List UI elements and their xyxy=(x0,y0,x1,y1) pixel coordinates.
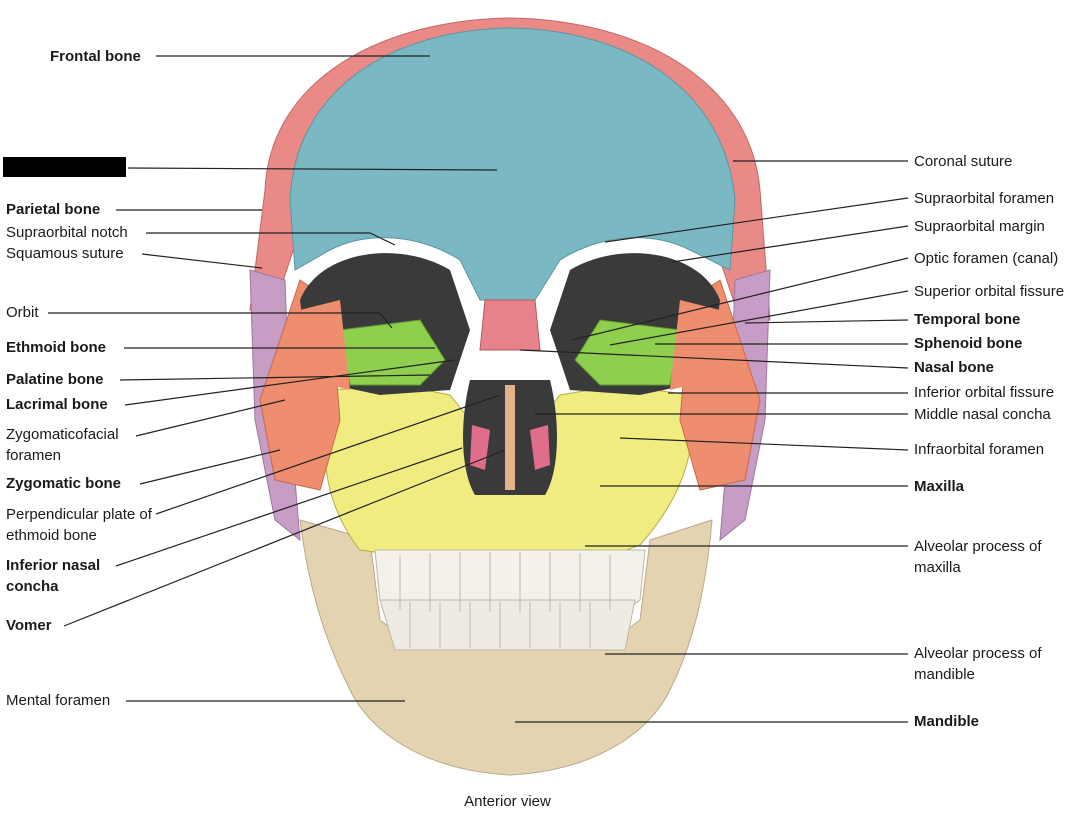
label-parietal-bone: Parietal bone xyxy=(6,201,101,218)
leader-line-superior-orbital-fissure xyxy=(609,290,909,346)
leader-line-lacrimal-bone xyxy=(124,359,456,406)
label-middle-nasal-concha: Middle nasal concha xyxy=(914,406,1051,423)
leader-line-supraorbital-notch xyxy=(146,232,396,246)
label-optic-foramen: Optic foramen (canal) xyxy=(914,250,1059,267)
leader-line-zygomaticofacial-foramen xyxy=(135,399,286,437)
label-ethmoid-bone: Ethmoid bone xyxy=(6,339,106,356)
label-superior-orbital-fissure: Superior orbital fissure xyxy=(914,283,1065,300)
label-inferior-nasal-concha: Inferior nasal concha xyxy=(6,557,101,595)
leader-line-squamous-suture xyxy=(141,253,263,269)
teeth xyxy=(374,549,646,651)
leader-line-temporal-bone xyxy=(744,319,909,324)
concha-right-shape xyxy=(530,425,550,470)
leader-line-perpendicular-plate xyxy=(155,394,501,515)
label-frontal-bone: Frontal bone xyxy=(50,48,141,65)
label-sphenoid-bone: Sphenoid bone xyxy=(914,335,1023,352)
leader-line-nasal-bone xyxy=(519,349,909,369)
label-temporal-bone: Temporal bone xyxy=(914,311,1021,328)
leader-line-orbit xyxy=(48,312,393,329)
mandible-shape xyxy=(299,519,713,776)
label-zygomaticofacial-foramen: Zygomaticofacial foramen xyxy=(6,426,119,464)
leader-line-infraorbital-foramen xyxy=(619,437,909,451)
nasal-bone-shape xyxy=(479,299,541,351)
label-perpendicular-plate: Perpendicular plate of ethmoid bone xyxy=(6,506,152,544)
leader-line-supraorbital-margin xyxy=(671,225,909,263)
label-mandible: Mandible xyxy=(914,713,980,730)
label-palatine-bone: Palatine bone xyxy=(6,371,104,388)
label-alveolar-process-maxilla: Alveolar process of maxilla xyxy=(914,538,1042,576)
label-maxilla: Maxilla xyxy=(914,478,965,495)
frontal-shape xyxy=(289,27,736,301)
redacted-label-box xyxy=(3,157,126,177)
leader-line-inferior-nasal-concha xyxy=(115,447,463,567)
label-nasal-bone: Nasal bone xyxy=(914,359,995,376)
concha-left-shape xyxy=(470,425,490,470)
label-inferior-orbital-fissure: Inferior orbital fissure xyxy=(914,384,1055,401)
orbit-rim-right-shape xyxy=(670,300,720,390)
leader-line-vomer xyxy=(63,449,506,627)
label-alveolar-process-mandible: Alveolar process of mandible xyxy=(914,645,1042,683)
vomer-shape xyxy=(505,385,515,490)
label-infraorbital-foramen: Infraorbital foramen xyxy=(914,441,1045,458)
label-squamous-suture: Squamous suture xyxy=(6,245,124,262)
label-mental-foramen: Mental foramen xyxy=(6,692,111,709)
leader-line-zygomatic-bone xyxy=(139,449,281,485)
leader-lines xyxy=(48,55,909,723)
label-supraorbital-margin: Supraorbital margin xyxy=(914,218,1045,235)
label-lacrimal-bone: Lacrimal bone xyxy=(6,396,108,413)
leader-line-palatine-bone xyxy=(119,374,431,381)
leader-line-redacted xyxy=(127,167,498,171)
label-supraorbital-foramen: Supraorbital foramen xyxy=(914,190,1055,207)
label-coronal-suture: Coronal suture xyxy=(914,153,1013,170)
orbit-rim-left-shape xyxy=(300,300,350,390)
label-vomer: Vomer xyxy=(6,617,52,634)
label-supraorbital-notch: Supraorbital notch xyxy=(6,224,128,241)
label-zygomatic-bone: Zygomatic bone xyxy=(6,475,122,492)
leader-line-optic-foramen xyxy=(571,257,909,341)
leader-line-supraorbital-foramen xyxy=(604,197,909,243)
label-orbit: Orbit xyxy=(6,304,39,321)
figure-caption: Anterior view xyxy=(464,793,551,810)
